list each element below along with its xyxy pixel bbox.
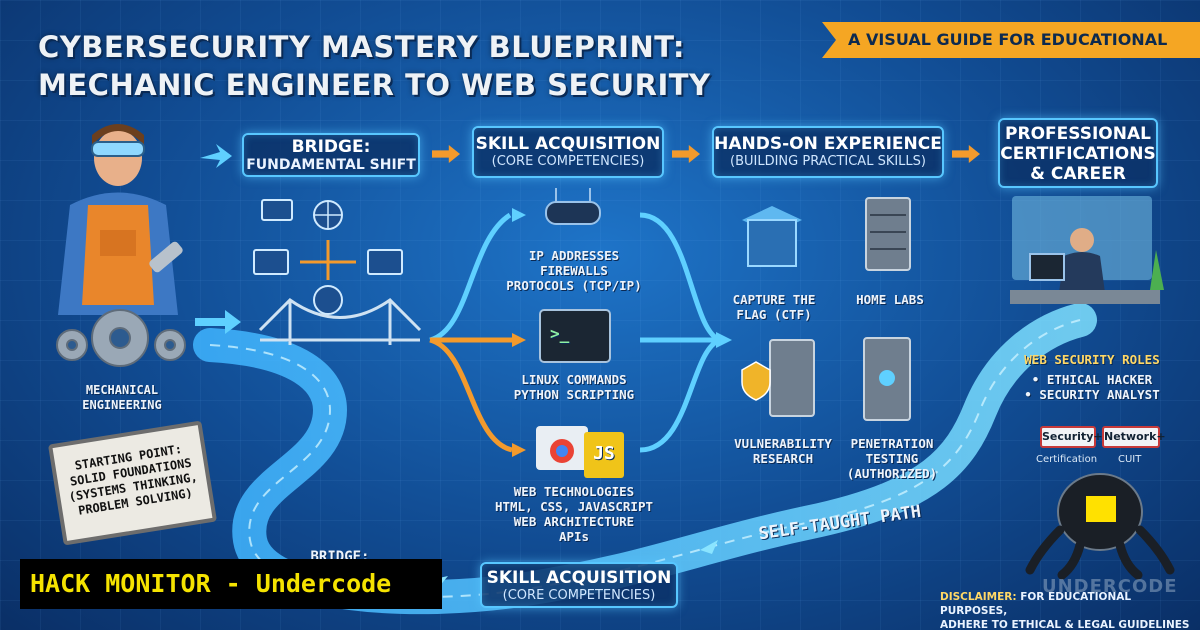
gears-icon <box>56 309 186 367</box>
terminal-icon <box>539 309 611 363</box>
vulnerability-research-label: VULNERABILITY RESEARCH <box>734 436 832 466</box>
stage-bridge: BRIDGE: FUNDAMENTAL SHIFT <box>242 133 420 177</box>
terminal-prompt: >_ <box>550 324 570 343</box>
disclaimer: DISCLAIMER: FOR EDUCATIONAL PURPOSES, AD… <box>940 591 1190 630</box>
mechanic-figure <box>58 124 183 315</box>
js-badge: JS <box>593 443 615 464</box>
undercode-watermark: UNDERCODE <box>1042 576 1178 597</box>
cuit-caption: CUIT <box>1118 454 1142 465</box>
hack-monitor-banner: HACK MONITOR - Undercode <box>20 559 442 609</box>
network-plus-tag: Network+ <box>1102 426 1166 448</box>
professional-at-desk-icon <box>1010 196 1164 304</box>
bottom-skill-acquisition-box: SKILL ACQUISITION (CORE COMPETENCIES) <box>480 562 678 608</box>
bridge-icon <box>258 298 422 345</box>
stage-hands-on: HANDS-ON EXPERIENCE (BUILDING PRACTICAL … <box>712 126 944 178</box>
network-skills-label: IP ADDRESSES FIREWALLS PROTOCOLS (TCP/IP… <box>506 248 642 293</box>
ctf-label: CAPTURE THE FLAG (CTF) <box>732 292 816 322</box>
stage-certifications-career: PROFESSIONAL CERTIFICATIONS & CAREER <box>998 118 1158 188</box>
shield-server-icon <box>741 339 815 417</box>
stage-skill-acquisition: SKILL ACQUISITION (CORE COMPETENCIES) <box>472 126 664 178</box>
web-skills-label: WEB TECHNOLOGIES HTML, CSS, JAVASCRIPT W… <box>494 484 654 544</box>
mechanical-engineering-label: MECHANICAL ENGINEERING <box>82 383 162 412</box>
web-security-roles-title: WEB SECURITY ROLES <box>1024 352 1160 367</box>
pentest-server-icon <box>863 337 911 421</box>
vm-icon <box>742 206 802 267</box>
linux-skills-label: LINUX COMMANDS PYTHON SCRIPTING <box>513 372 635 402</box>
browser-js-icon <box>536 426 624 478</box>
router-icon <box>545 188 601 225</box>
penetration-testing-label: PENETRATION TESTING (AUTHORIZED) <box>846 436 938 481</box>
server-icon <box>865 197 911 271</box>
guide-ribbon: A VISUAL GUIDE FOR EDUCATIONAL USE <box>822 22 1200 58</box>
network-devices-icons <box>253 199 403 315</box>
page-title: CYBERSECURITY MASTERY BLUEPRINT: MECHANI… <box>38 30 711 102</box>
home-labs-label: HOME LABS <box>856 292 924 307</box>
web-security-roles-list: • ETHICAL HACKER • SECURITY ANALYST <box>1024 372 1160 402</box>
security-plus-tag: Security+ <box>1040 426 1103 448</box>
certification-caption: Certification <box>1036 454 1098 465</box>
octopus-mascot-icon <box>1025 473 1175 580</box>
